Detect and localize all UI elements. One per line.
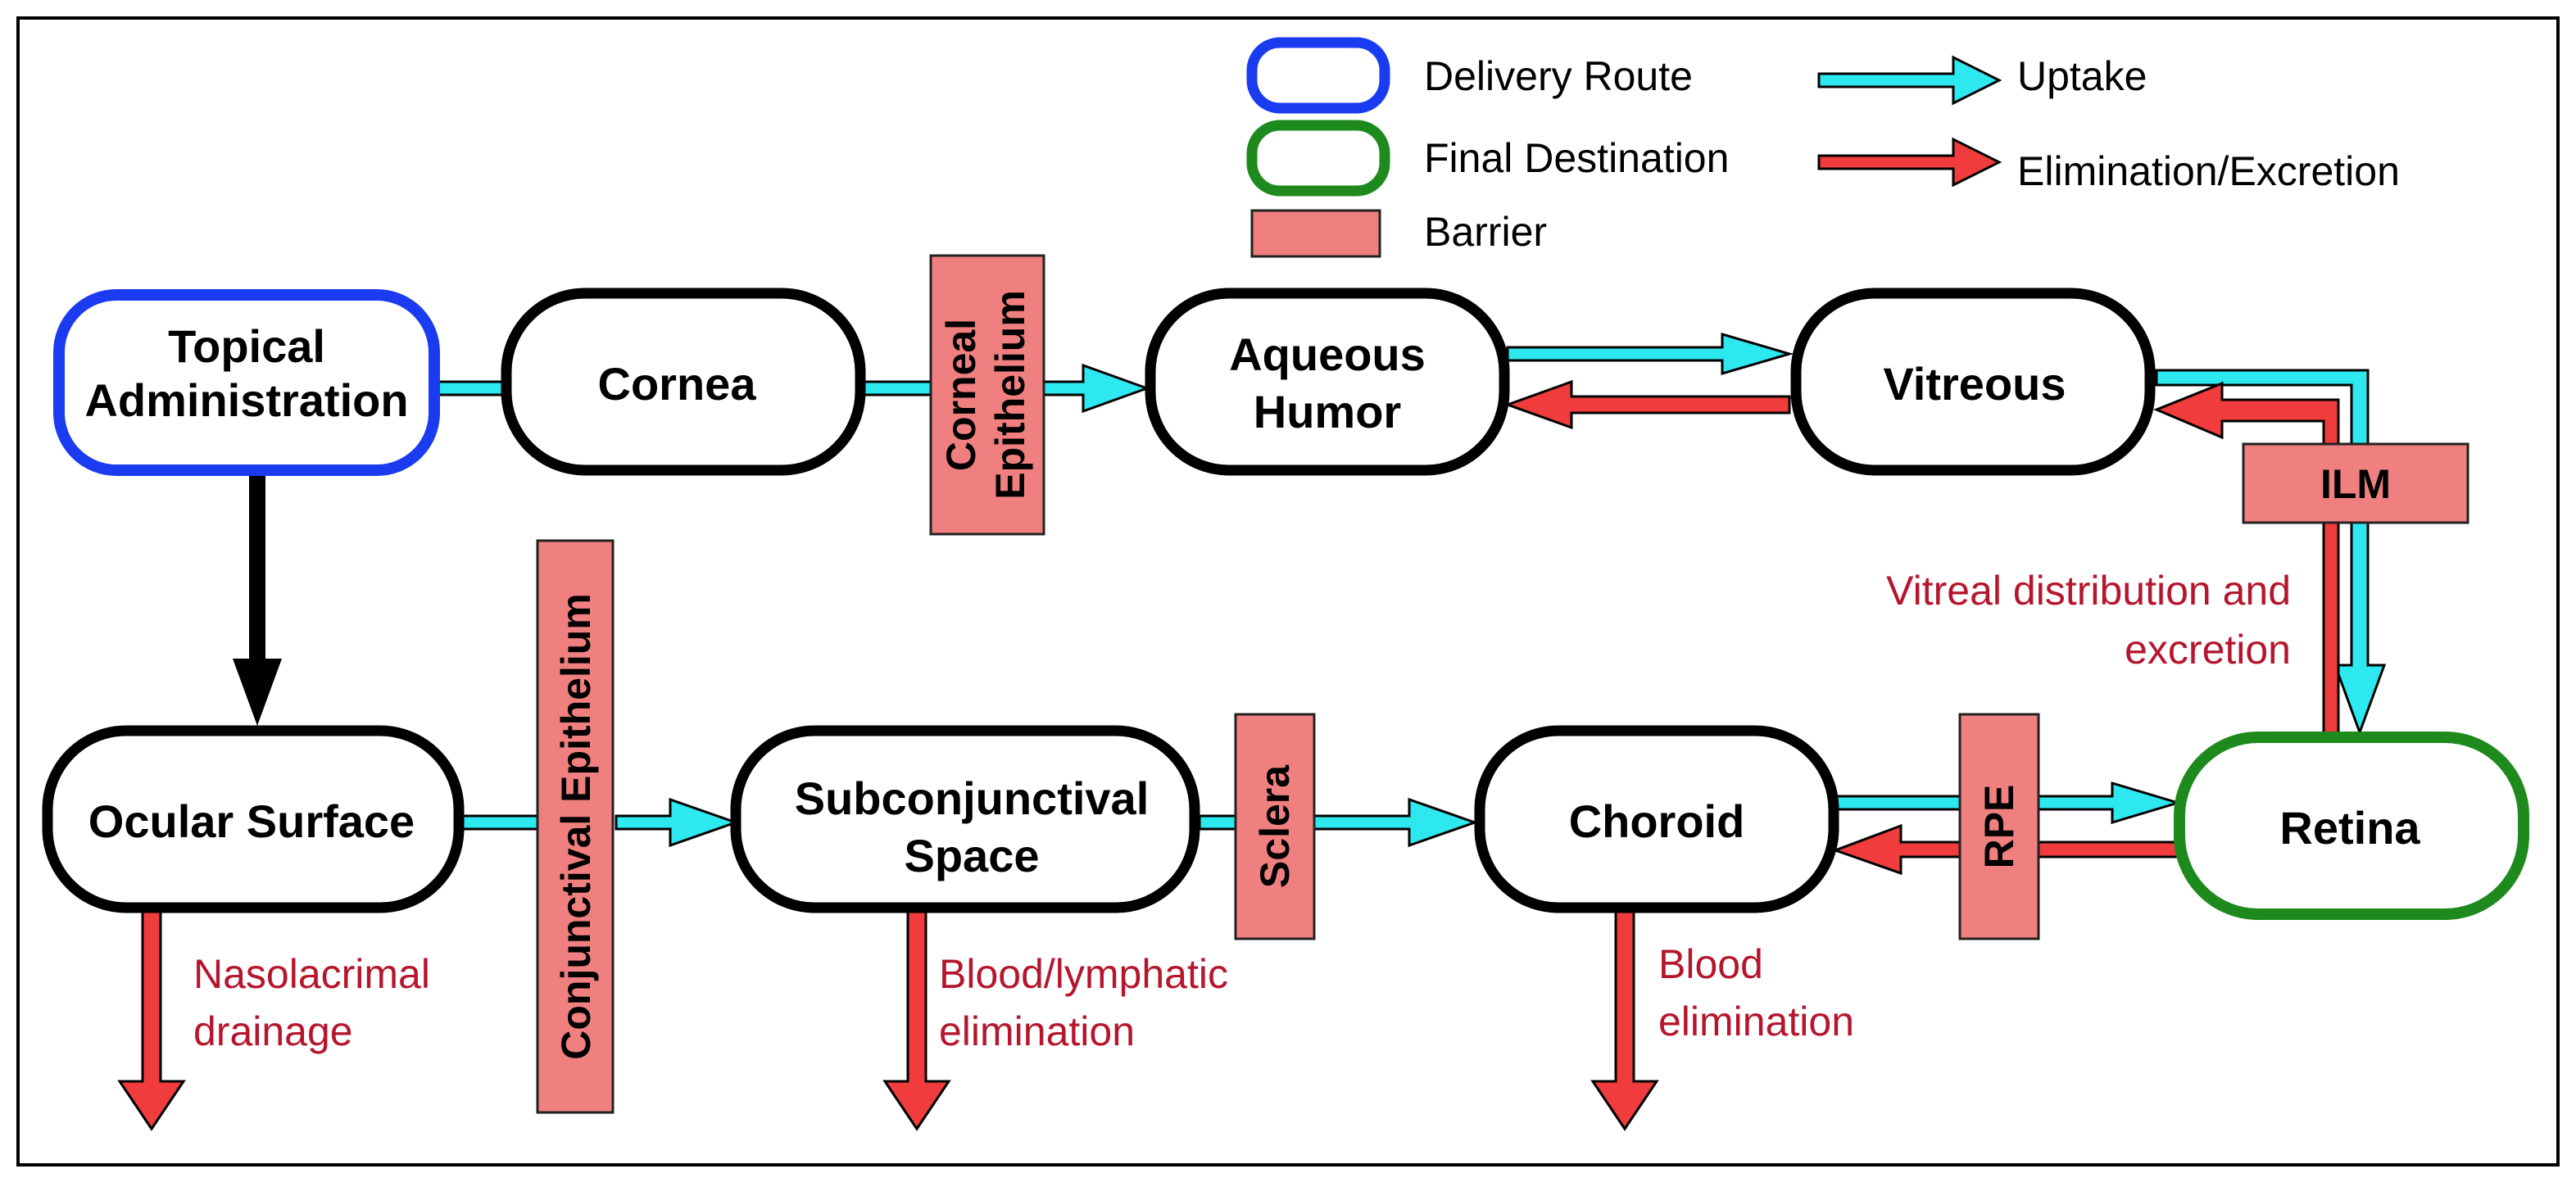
- node-retina-shape: [2174, 732, 2529, 920]
- annotation-vitreal: Vitreal distribution and excretion: [1886, 568, 2291, 673]
- node-ocular-surface: Ocular Surface: [42, 725, 465, 913]
- node-vitreous-shape: [1790, 288, 2156, 476]
- node-aqueous-label-line1: Aqueous: [1229, 328, 1426, 380]
- barrier-corneal-epithelium-box: [929, 254, 1045, 536]
- node-subconjunctival-label-line1: Subconjunctival: [795, 772, 1150, 824]
- connector-topical-cornea: [431, 380, 508, 396]
- barrier-conjunctival-label: Conjunctival Epithelium: [553, 593, 599, 1059]
- annotation-nasolacrimal: Nasolacrimal drainage: [193, 951, 430, 1054]
- legend-delivery-route-swatch: [1246, 37, 1390, 114]
- legend: Delivery Route Final Destination Barrier…: [1246, 37, 2400, 258]
- barrier-corneal-label-line2: Epithelium: [987, 290, 1033, 500]
- barrier-conjunctival-epithelium: Conjunctival Epithelium: [536, 539, 615, 1114]
- node-ocular-surface-shape: [42, 725, 465, 913]
- annotation-blood: Blood elimination: [1658, 941, 1854, 1044]
- node-topical-label-line2: Administration: [84, 374, 408, 426]
- connector-topical-ocular-shaft: [249, 475, 265, 667]
- barrier-ilm-box: [2242, 442, 2469, 524]
- node-topical-label-line1: Topical: [168, 320, 325, 372]
- annotation-nasolacrimal-line2: drainage: [193, 1008, 353, 1054]
- uptake-arrow-aqueous-to-vitreous: [1506, 332, 1794, 376]
- annotation-blood-line1: Blood: [1658, 941, 1763, 987]
- uptake-arrow-to-choroid: [1313, 797, 1479, 848]
- node-ocular-surface-label: Ocular Surface: [88, 795, 415, 847]
- legend-final-destination-swatch: [1246, 120, 1390, 197]
- uptake-arrow-to-subconjunctival: [615, 797, 740, 848]
- node-topical-administration: Topical Administration: [53, 289, 440, 476]
- barrier-rpe-label: RPE: [1976, 785, 2022, 869]
- connector-cornea-epithelium: [859, 380, 932, 396]
- barrier-rpe: RPE: [1958, 713, 2040, 940]
- node-vitreous: Vitreous: [1790, 288, 2156, 476]
- elimination-arrow-blood-lymphatic: [882, 908, 951, 1131]
- elimination-arrow-blood: [1590, 908, 1659, 1131]
- legend-uptake-arrow: [1817, 55, 2002, 106]
- node-subconjunctival-space: Subconjunctival Space: [730, 725, 1200, 913]
- annotation-vitreal-line1: Vitreal distribution and: [1886, 568, 2291, 614]
- node-aqueous-humor-shape: [1145, 288, 1510, 476]
- node-topical-administration-shape: [53, 289, 440, 476]
- barrier-sclera-label: Sclera: [1252, 764, 1298, 888]
- annotation-blood-lymphatic: Blood/lymphatic elimination: [939, 951, 1228, 1054]
- barrier-rpe-box: [1958, 713, 2040, 940]
- node-choroid-label: Choroid: [1569, 795, 1745, 847]
- legend-barrier-swatch: [1250, 209, 1381, 258]
- barrier-ilm-label: ILM: [2320, 461, 2391, 507]
- annotation-nasolacrimal-line1: Nasolacrimal: [193, 951, 430, 997]
- node-choroid-shape: [1474, 725, 1839, 913]
- node-cornea: Cornea: [501, 288, 866, 476]
- legend-delivery-route-label: Delivery Route: [1424, 53, 1693, 99]
- annotation-vitreal-line2: excretion: [2125, 627, 2291, 673]
- barrier-corneal-epithelium: Corneal Epithelium: [929, 254, 1045, 536]
- node-vitreous-label: Vitreous: [1883, 358, 2066, 410]
- legend-final-destination-label: Final Destination: [1424, 135, 1729, 181]
- elimination-arrow-nasolacrimal: [117, 908, 186, 1131]
- legend-elimination-label: Elimination/Excretion: [2017, 148, 2400, 194]
- connector-subconj-sclera: [1198, 814, 1237, 831]
- node-subconjunctival-space-shape: [730, 725, 1200, 913]
- annotation-blood-lymphatic-line1: Blood/lymphatic: [939, 951, 1228, 997]
- node-retina: Retina: [2174, 732, 2529, 920]
- barrier-sclera: Sclera: [1234, 713, 1316, 940]
- barrier-conjunctival-epithelium-box: [536, 539, 615, 1114]
- barrier-sclera-box: [1234, 713, 1316, 940]
- legend-uptake-label: Uptake: [2017, 53, 2147, 99]
- node-cornea-label: Cornea: [598, 358, 757, 410]
- node-choroid: Choroid: [1474, 725, 1839, 913]
- legend-elimination-arrow: [1817, 137, 2002, 188]
- node-subconjunctival-label-line2: Space: [905, 830, 1040, 881]
- node-cornea-shape: [501, 288, 866, 476]
- annotation-blood-lymphatic-line2: elimination: [939, 1008, 1135, 1054]
- barrier-corneal-label-line1: Corneal: [938, 319, 984, 471]
- arrow-topical-to-ocular-surface: [233, 659, 282, 726]
- elimination-arrow-vitreous-to-aqueous: [1503, 379, 1791, 430]
- node-aqueous-label-line2: Humor: [1254, 386, 1401, 437]
- diagram-frame: [16, 16, 2560, 1167]
- node-aqueous-humor: Aqueous Humor: [1145, 288, 1510, 476]
- connector-ocular-conjunctival: [457, 814, 539, 831]
- node-retina-label: Retina: [2279, 802, 2420, 854]
- annotation-blood-line2: elimination: [1658, 999, 1854, 1044]
- barrier-ilm: ILM: [2242, 442, 2469, 524]
- legend-barrier-label: Barrier: [1424, 209, 1547, 255]
